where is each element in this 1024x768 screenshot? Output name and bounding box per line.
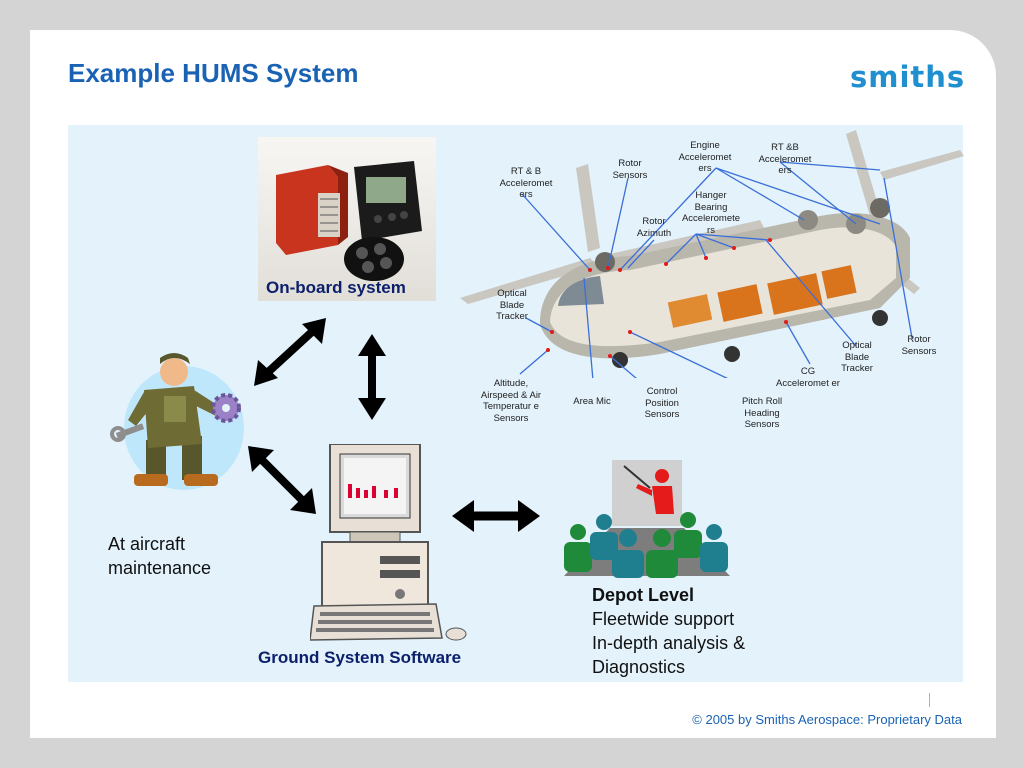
avionics-box-icon xyxy=(258,137,436,301)
label-rtb-accelerometers-rear: RT &B Acceleromet ers xyxy=(758,142,812,176)
bidirectional-arrow-icon xyxy=(358,334,386,420)
bidirectional-arrow-icon xyxy=(254,318,326,386)
footer-divider xyxy=(929,693,930,707)
label-cg-accelerometer: CG Acceleromet er xyxy=(776,366,840,389)
slide-title: Example HUMS System xyxy=(68,58,359,88)
mechanic-icon xyxy=(110,353,244,490)
ground-caption: Ground System Software xyxy=(258,648,462,667)
depot-line-1: Fleetwide support xyxy=(592,609,735,629)
helicopter-icon xyxy=(460,130,964,378)
footer-copyright: © 2005 by Smiths Aerospace: Proprietary … xyxy=(692,712,962,727)
presentation-icon xyxy=(564,460,730,578)
depot-title: Depot Level xyxy=(592,585,695,605)
label-optical-blade-tracker-rear: Optical Blade Tracker xyxy=(841,340,873,374)
label-optical-blade-tracker-front: Optical Blade Tracker xyxy=(496,288,528,322)
onboard-caption: On-board system xyxy=(266,278,406,297)
maintenance-label: At aircraft maintenance xyxy=(108,532,211,580)
maintenance-line-1: At aircraft xyxy=(108,534,186,554)
label-control-position-sensors: Control Position Sensors xyxy=(644,386,680,420)
depot-text: Depot Level Fleetwide support In-depth a… xyxy=(592,583,745,679)
label-altitude-airspeed-sensors: Altitude, Airspeed & Air Temperatur e Se… xyxy=(480,378,542,424)
depot-line-2: In-depth analysis & xyxy=(592,633,746,653)
label-rotor-azimuth: Rotor Azimuth xyxy=(636,216,672,239)
label-rotor-sensors-rear: Rotor Sensors xyxy=(901,334,937,357)
bidirectional-arrow-icon xyxy=(452,500,540,532)
maintenance-line-2: maintenance xyxy=(108,558,212,578)
bidirectional-arrow-icon xyxy=(248,446,316,514)
label-engine-accelerometers: Engine Acceleromet ers xyxy=(678,140,732,174)
depot-line-3: Diagnostics xyxy=(592,657,686,677)
label-hanger-bearing-accelerometers: Hanger Bearing Acceleromete rs xyxy=(681,190,741,236)
label-rtb-accelerometers: RT & B Acceleromet ers xyxy=(499,166,553,200)
computer-icon xyxy=(310,444,467,641)
label-pitch-roll-heading-sensors: Pitch Roll Heading Sensors xyxy=(741,396,783,430)
label-rotor-sensors-top: Rotor Sensors xyxy=(612,158,648,181)
smiths-logo: smiths xyxy=(850,60,966,94)
label-area-mic: Area Mic xyxy=(573,396,611,407)
